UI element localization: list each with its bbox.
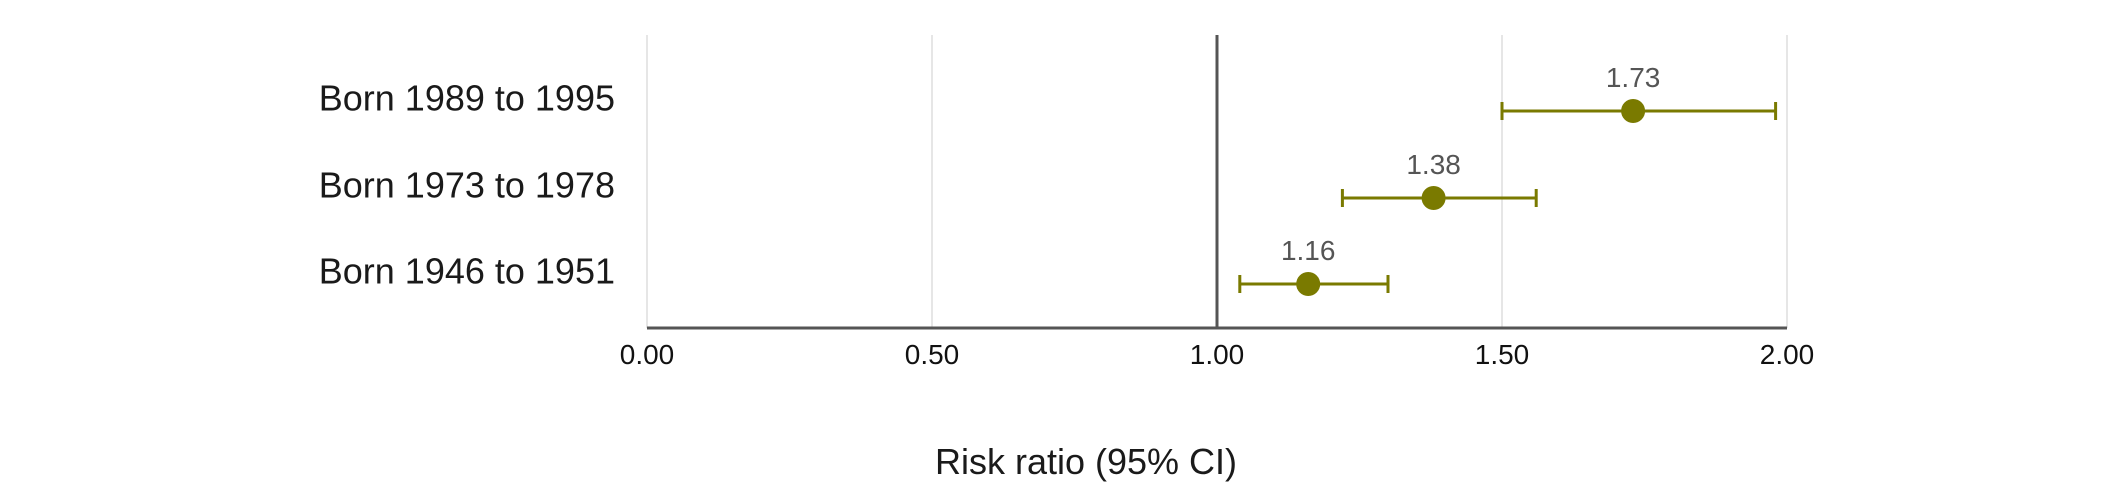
labels: 0.00 0.50 1.00 1.50 2.00 Born 1989 to 1995 1.7… [319,62,1815,370]
x-tick-label: 0.50 [905,339,960,370]
x-axis-title: Risk ratio (95% CI) [935,441,1237,482]
estimate-label: 1.16 [1281,235,1336,266]
estimates [1238,99,1778,296]
axes [647,35,1787,330]
x-tick-label: 1.00 [1190,339,1245,370]
x-tick-label: 1.50 [1475,339,1530,370]
estimate-label: 1.73 [1606,62,1661,93]
estimate-point [1296,272,1321,296]
estimate-label: 1.38 [1406,149,1461,180]
row-label: Born 1973 to 1978 [319,165,615,206]
gridlines [646,35,1788,328]
estimate-point [1421,186,1446,210]
row-label: Born 1946 to 1951 [319,251,615,292]
estimate-point [1621,99,1646,123]
x-tick-label: 0.00 [620,339,675,370]
row-label: Born 1989 to 1995 [319,78,615,119]
x-tick-label: 2.00 [1760,339,1815,370]
